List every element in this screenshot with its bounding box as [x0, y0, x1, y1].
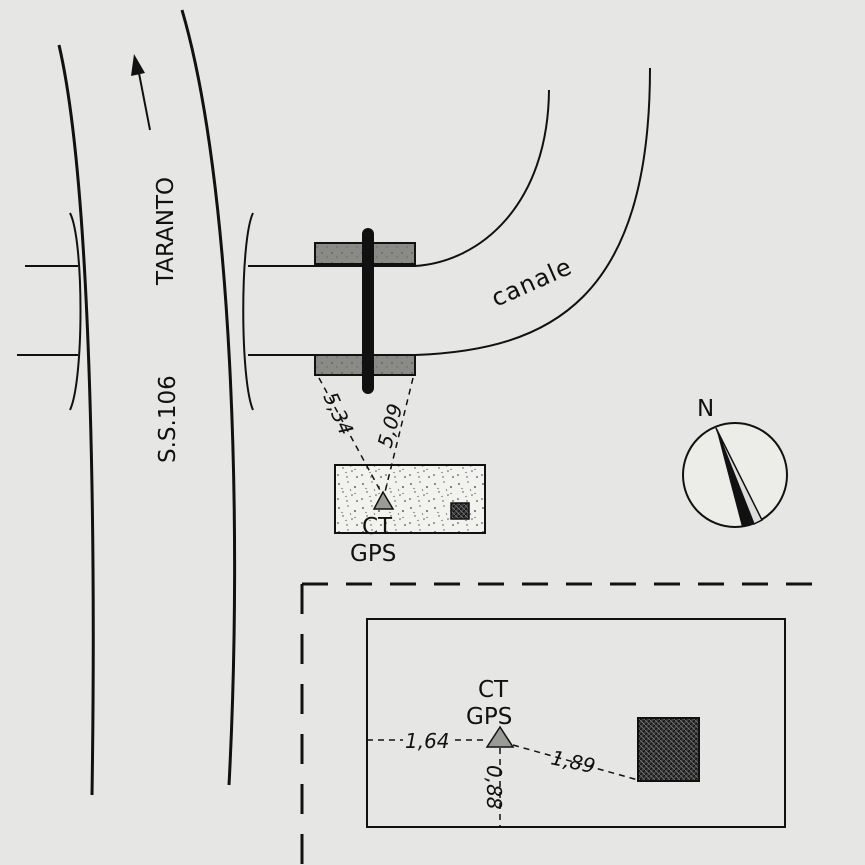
triangle-marker-icon: [372, 490, 395, 510]
measure-bottom-left: 1,64: [405, 729, 450, 753]
upper-station: [318, 377, 486, 534]
measure-top-left: 5,34: [318, 388, 358, 438]
property-boundary: [300, 582, 828, 865]
road-label: S.S.106: [155, 375, 181, 463]
bridge: [314, 228, 416, 394]
upper-station-pad: [334, 464, 486, 534]
dim-line-top-right: [384, 377, 414, 493]
triangle-marker-icon: [485, 725, 515, 748]
road-edge-right: [180, 9, 237, 786]
measure-top-right: 5,09: [373, 401, 408, 450]
measure-bottom-down: 0,88: [482, 765, 506, 810]
measure-bottom-right: 1,89: [549, 745, 598, 778]
north-arrow-icon: [682, 422, 788, 528]
canal: [248, 67, 651, 356]
arrow-up-icon: [131, 54, 151, 131]
measure-bg: [403, 728, 453, 752]
station-top-ct: CT: [362, 514, 393, 540]
canal-bank-outer: [248, 67, 651, 356]
upper-station-pillar: [450, 502, 470, 520]
road-edge-left: [57, 44, 95, 796]
taranto-label: TARANTO: [153, 177, 179, 286]
station-bottom-gps: GPS: [466, 704, 512, 730]
road: [17, 9, 254, 796]
canal-bank-inner: [248, 89, 550, 267]
lower-station-pillar: [637, 717, 700, 782]
canal-label: canale: [487, 252, 576, 312]
north-label: N: [697, 396, 714, 422]
lower-station-enclosure: [366, 618, 786, 828]
side-road-left: [17, 265, 78, 356]
lower-station: [366, 618, 786, 828]
station-top-gps: GPS: [350, 541, 396, 567]
side-road-left-curb: [69, 212, 82, 411]
station-bottom-ct: CT: [478, 677, 509, 703]
side-road-right-curb: [242, 212, 254, 411]
